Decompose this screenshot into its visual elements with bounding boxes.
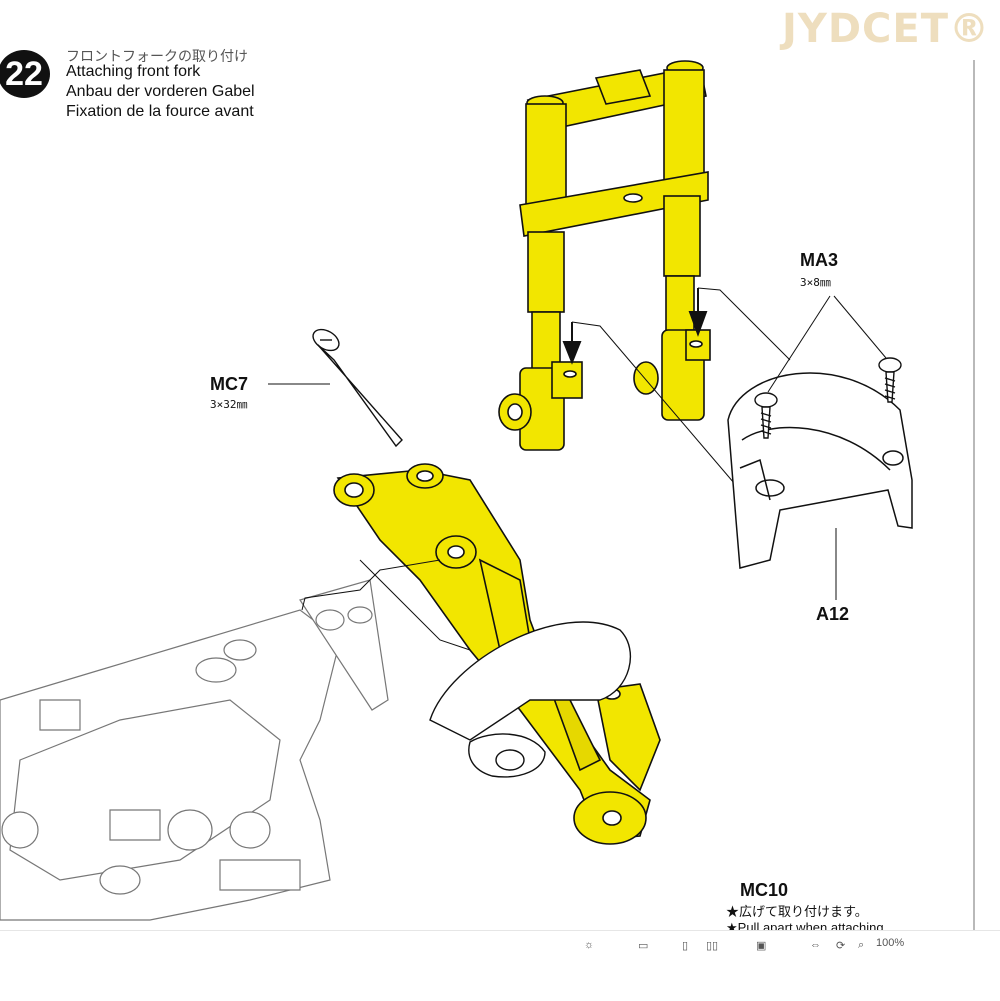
step-title: フロントフォークの取り付け Attaching front fork Anbau… <box>66 46 255 122</box>
two-page-view-icon[interactable]: ▯▯ <box>706 940 719 952</box>
viewer-status-bar: ☼ ▭ ▯ ▯▯ ▣ ⇔ ⟳ ⌕ 100% <box>0 930 1000 1001</box>
screw-mc7 <box>312 328 403 448</box>
screw-ma3 <box>754 357 902 439</box>
ma3-leader-lines <box>767 295 887 600</box>
part-label-mc7: MC7 <box>210 374 249 394</box>
front-fender-a12 <box>727 372 913 569</box>
title-japanese: フロントフォークの取り付け <box>66 48 248 62</box>
upper-front-fork <box>498 60 711 451</box>
step-number-badge: 22 <box>0 50 50 98</box>
watermark: JYDCET® <box>781 6 990 52</box>
part-label-a12: A12 <box>816 604 850 624</box>
title-english: Attaching front fork <box>66 63 201 80</box>
brightness-icon[interactable]: ☼ <box>584 939 595 951</box>
zoom-icon[interactable]: ⌕ <box>858 939 865 951</box>
mounted-fender <box>429 621 632 778</box>
chassis-frame <box>0 579 389 921</box>
insertion-arrows <box>562 288 708 365</box>
single-page-view-icon[interactable]: ▭ <box>638 940 649 952</box>
title-french: Fixation de la fource avant <box>66 103 254 120</box>
mc10-note-japanese: ★広げて取り付けます。 <box>726 904 868 919</box>
placement-guide <box>301 559 471 651</box>
title-german: Anbau der vorderen Gabel <box>66 83 255 100</box>
page-layout-icon[interactable]: ▯ <box>682 940 689 952</box>
assembly-diagram <box>0 60 913 921</box>
part-label-mc10: MC10 <box>740 880 789 900</box>
zoom-level[interactable]: 100% <box>876 937 905 949</box>
fit-width-icon[interactable]: ⇔ <box>810 939 821 951</box>
part-size-mc7: 3×32㎜ <box>210 398 248 411</box>
part-size-ma3: 3×8㎜ <box>800 276 831 289</box>
fit-page-icon[interactable]: ▣ <box>756 940 767 952</box>
page-border-line <box>973 60 975 930</box>
rotate-icon[interactable]: ⟳ <box>836 940 846 952</box>
part-label-ma3: MA3 <box>800 250 839 270</box>
